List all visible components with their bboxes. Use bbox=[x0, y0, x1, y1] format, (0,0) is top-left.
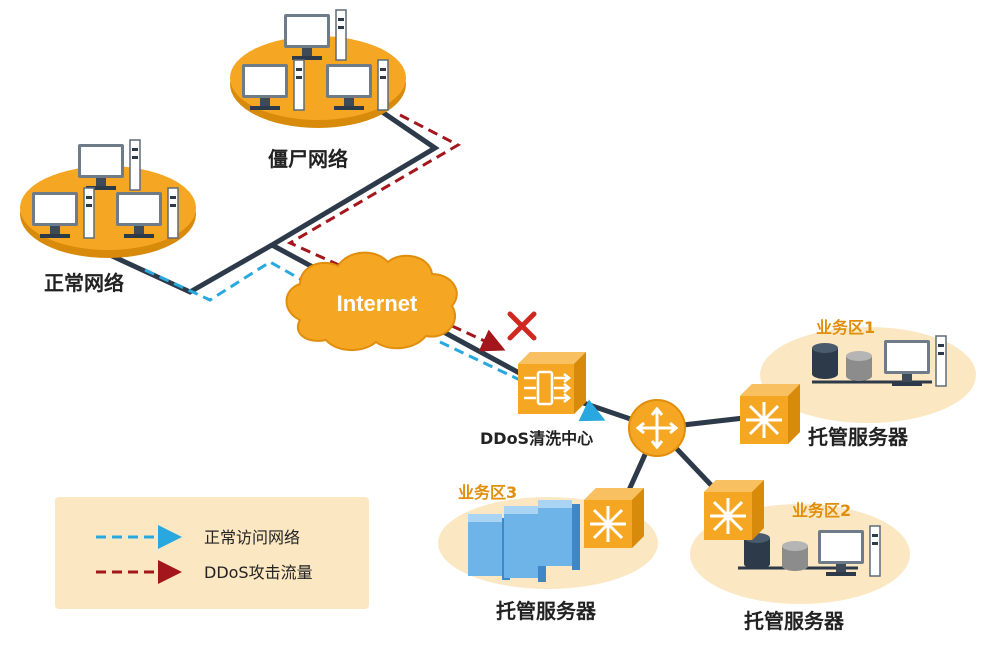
legend-box bbox=[55, 497, 369, 609]
switch-icon bbox=[738, 382, 802, 446]
server-rack-icon bbox=[468, 500, 580, 582]
normal-access-flow bbox=[144, 260, 321, 302]
hosted-servers-1-label: 托管服务器 bbox=[808, 425, 909, 449]
ddos-attack-flow bbox=[286, 113, 462, 272]
switch-icon bbox=[582, 486, 646, 550]
zone-3: 业务区3 托管服务器 bbox=[438, 483, 658, 623]
zone-3-label: 业务区3 bbox=[458, 483, 517, 502]
ddos-center-label: DDoS清洗中心 bbox=[480, 429, 593, 448]
legend-ddos-label: DDoS攻击流量 bbox=[204, 563, 313, 582]
legend: 正常访问网络 DDoS攻击流量 bbox=[55, 497, 369, 609]
zone-2: 业务区2 托管服务器 bbox=[690, 478, 910, 633]
internet-label: Internet bbox=[337, 291, 418, 316]
normal-network: 正常网络 bbox=[20, 139, 196, 295]
database-icon bbox=[812, 343, 838, 379]
zone-1-label: 业务区1 bbox=[816, 318, 875, 337]
database-icon bbox=[744, 533, 770, 569]
zone-2-label: 业务区2 bbox=[792, 501, 851, 520]
zombie-platform bbox=[230, 36, 406, 120]
router bbox=[628, 399, 686, 457]
switch-icon bbox=[702, 478, 766, 542]
blocked-x-icon bbox=[507, 311, 537, 341]
ddos-attack-flow-arrow bbox=[451, 324, 506, 352]
internet-cloud: Internet bbox=[285, 251, 458, 351]
zombie-network-label: 僵尸网络 bbox=[268, 147, 348, 171]
cloud-icon bbox=[285, 251, 458, 351]
ddos-scrubber bbox=[518, 352, 586, 414]
zone-1: 业务区1 托管服务器 bbox=[738, 318, 976, 449]
normal-network-label: 正常网络 bbox=[44, 271, 124, 295]
zombie-network: 僵尸网络 bbox=[230, 9, 406, 171]
database-icon bbox=[846, 351, 872, 381]
normal-platform bbox=[20, 166, 196, 250]
hosted-servers-3-label: 托管服务器 bbox=[496, 599, 597, 623]
legend-normal-label: 正常访问网络 bbox=[204, 528, 300, 547]
hosted-servers-2-label: 托管服务器 bbox=[744, 609, 845, 633]
database-icon bbox=[782, 541, 808, 571]
